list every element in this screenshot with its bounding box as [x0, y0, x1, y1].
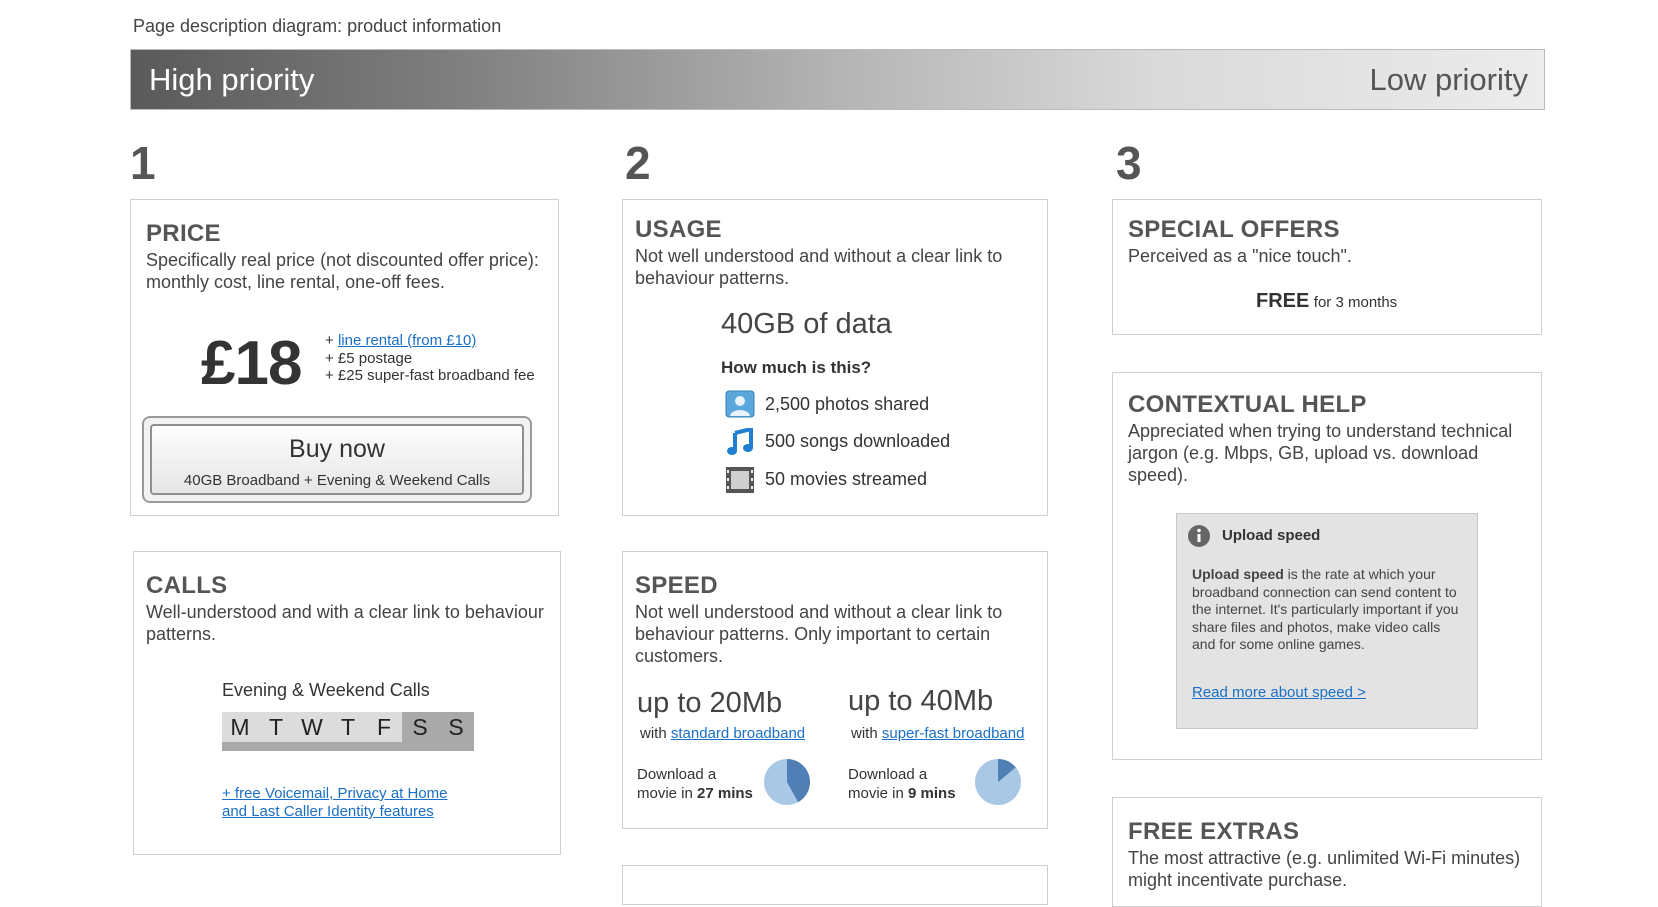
usage-title: USAGE: [635, 216, 722, 243]
tooltip-text: is the rate at which your broadband conn…: [1192, 566, 1459, 652]
plus-sign: +: [325, 332, 334, 349]
download-pie-standard: [764, 759, 811, 805]
pie-slice-standard: [787, 759, 811, 803]
speed-superfast: up to 40Mb: [848, 685, 994, 717]
free-label: FREE: [1256, 290, 1310, 312]
special-offers-title: SPECIAL OFFERS: [1128, 216, 1340, 243]
usage-box: USAGE Not well understood and without a …: [622, 199, 1048, 516]
tooltip-body: Upload speed is the rate at which your b…: [1192, 566, 1467, 654]
download-time-superfast: Download a movie in 9 mins: [848, 765, 956, 803]
day-tuesday: T: [258, 712, 294, 742]
speed-title: SPEED: [635, 572, 718, 599]
buy-now-label: Buy now: [289, 435, 385, 463]
speed-standard-with: with standard broadband: [640, 725, 805, 742]
line-rental-fee: + line rental (from £10): [325, 332, 476, 349]
tooltip-title: Upload speed: [1222, 527, 1321, 544]
download-line1: Download a: [848, 766, 928, 783]
film-strip-icon: [726, 467, 754, 493]
broadband-setup-fee: + £25 super-fast broadband fee: [325, 367, 535, 384]
calls-plan-name: Evening & Weekend Calls: [222, 680, 430, 700]
download-pie-superfast: [975, 759, 1021, 805]
free-term: for 3 months: [1313, 294, 1398, 311]
buy-now-package: 40GB Broadband + Evening & Weekend Calls: [183, 472, 491, 489]
column-number-3: 3: [1116, 137, 1142, 189]
tooltip-term: Upload speed: [1192, 566, 1284, 582]
column-number-2: 2: [625, 137, 651, 189]
usage-question: How much is this?: [721, 358, 872, 377]
read-more-speed-link[interactable]: Read more about speed >: [1192, 684, 1366, 701]
info-icon: [1188, 525, 1210, 547]
special-offers-description: Perceived as a "nice touch".: [1128, 246, 1352, 266]
free-extras-title: FREE EXTRAS: [1128, 818, 1300, 845]
calls-description: Well-understood and with a clear link to…: [146, 602, 544, 644]
low-priority-label: Low priority: [1369, 62, 1529, 97]
photo-person-icon: [725, 390, 755, 418]
price-amount: £18: [201, 329, 302, 398]
music-note-icon: [727, 428, 753, 455]
usage-item-photos: 2,500 photos shared: [765, 394, 930, 414]
speed-superfast-with: with super-fast broadband: [851, 725, 1024, 742]
calls-features-link-line1[interactable]: + free Voicemail, Privacy at Home: [222, 785, 448, 802]
calls-title: CALLS: [146, 572, 228, 599]
usage-description: Not well understood and without a clear …: [635, 246, 1003, 288]
day-friday: F: [366, 712, 402, 742]
usage-item-movies: 50 movies streamed: [765, 469, 928, 489]
usage-amount: 40GB of data: [721, 308, 892, 340]
free-extras-description: The most attractive (e.g. unlimited Wi-F…: [1128, 848, 1521, 890]
super-fast-broadband-link[interactable]: super-fast broadband: [881, 725, 1025, 742]
next-box-partial: [622, 865, 1048, 905]
line-rental-link[interactable]: line rental (from £10): [337, 332, 477, 349]
with-label: with: [851, 725, 878, 742]
speed-standard: up to 20Mb: [637, 687, 783, 719]
special-offers-box: SPECIAL OFFERS Perceived as a "nice touc…: [1112, 199, 1542, 335]
weekend-bar: [402, 742, 474, 751]
usage-item-songs: 500 songs downloaded: [765, 431, 951, 451]
download-time-standard: Download a movie in 27 mins: [637, 765, 753, 803]
price-description: Specifically real price (not discounted …: [146, 250, 539, 292]
calls-days-row: M T W T F S S: [222, 712, 474, 752]
free-offer: FREE for 3 months: [1256, 290, 1397, 313]
day-monday: M: [222, 712, 258, 742]
calls-features-link-line2[interactable]: and Last Caller Identity features: [222, 803, 434, 820]
price-title: PRICE: [146, 220, 221, 247]
contextual-help-box: CONTEXTUAL HELP Appreciated when trying …: [1112, 372, 1542, 760]
day-thursday: T: [330, 712, 366, 742]
postage-fee: + £5 postage: [325, 350, 413, 367]
day-wednesday: W: [294, 712, 330, 742]
contextual-help-title: CONTEXTUAL HELP: [1128, 391, 1367, 418]
day-saturday: S: [402, 712, 438, 742]
calls-box: CALLS Well-understood and with a clear l…: [133, 551, 561, 855]
with-label: with: [640, 725, 667, 742]
diagram-caption: Page description diagram: product inform…: [133, 16, 502, 36]
help-tooltip-panel: Upload speed Upload speed is the rate at…: [1176, 513, 1478, 729]
speed-description: Not well understood and without a clear …: [635, 602, 1003, 666]
priority-gradient-bar: High priority Low priority: [130, 49, 1545, 110]
high-priority-label: High priority: [149, 62, 315, 97]
download-time-value: 9 mins: [908, 785, 956, 802]
buy-now-button[interactable]: Buy now 40GB Broadband + Evening & Weeke…: [150, 424, 524, 495]
standard-broadband-link[interactable]: standard broadband: [670, 725, 806, 742]
weekday-bar: [222, 742, 402, 751]
download-line2: movie in: [637, 785, 693, 802]
buy-now-frame: Buy now 40GB Broadband + Evening & Weeke…: [142, 416, 532, 503]
pie-slice-superfast: [998, 759, 1016, 782]
speed-box: SPEED Not well understood and without a …: [622, 551, 1048, 829]
download-line2: movie in: [848, 785, 904, 802]
column-number-1: 1: [130, 137, 156, 189]
download-time-value: 27 mins: [697, 785, 753, 802]
day-sunday: S: [438, 712, 474, 742]
free-extras-box: FREE EXTRAS The most attractive (e.g. un…: [1112, 797, 1542, 907]
price-box: PRICE Specifically real price (not disco…: [130, 199, 559, 516]
contextual-help-description: Appreciated when trying to understand te…: [1128, 421, 1513, 485]
download-line1: Download a: [637, 766, 717, 783]
